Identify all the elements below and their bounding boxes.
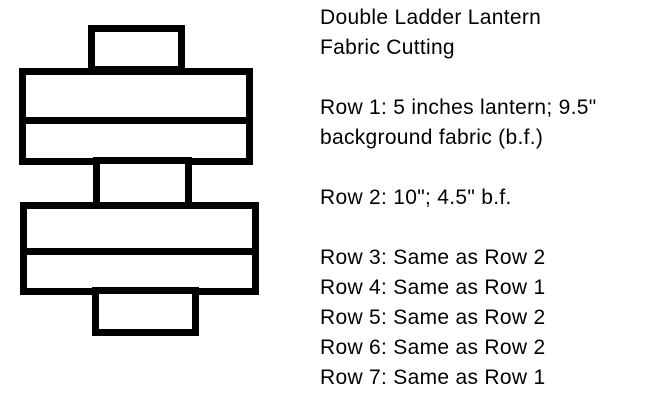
lantern-bottom-rect <box>92 287 199 336</box>
row4-instruction: Row 4: Same as Row 1 <box>320 276 546 299</box>
row5-instruction: Row 5: Same as Row 2 <box>320 306 546 329</box>
row7-instruction: Row 7: Same as Row 1 <box>320 366 546 389</box>
row6-instruction: Row 6: Same as Row 2 <box>320 336 546 359</box>
cutting-instructions: Double Ladder Lantern Fabric Cutting Row… <box>320 3 659 393</box>
row1-instruction-line-1: Row 1: 5 inches lantern; 9.5" <box>320 96 597 119</box>
blank-line <box>320 63 659 93</box>
blank-line <box>320 153 659 183</box>
row2-instruction: Row 2: 10"; 4.5" b.f. <box>320 186 512 209</box>
row3-instruction: Row 3: Same as Row 2 <box>320 246 546 269</box>
blank-line <box>320 213 659 243</box>
lantern-top-rect <box>88 25 185 73</box>
row1-instruction-line-2: background fabric (b.f.) <box>320 126 544 149</box>
page-title-line-1: Double Ladder Lantern <box>320 6 542 29</box>
lantern-block-diagram <box>0 0 320 414</box>
page-title-line-2: Fabric Cutting <box>320 36 455 59</box>
